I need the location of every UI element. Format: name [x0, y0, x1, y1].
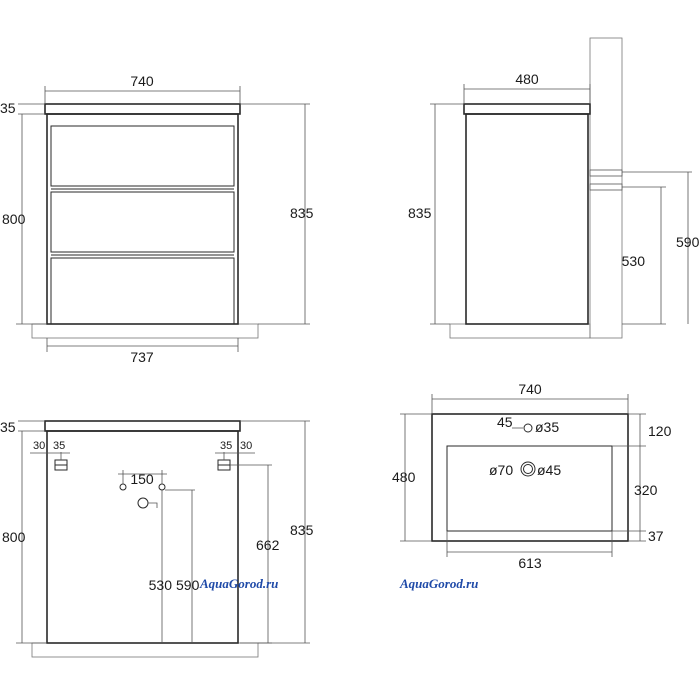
- front-body-height-label: 800: [2, 211, 26, 227]
- back-pipe-height-590-label: 590: [176, 577, 200, 593]
- back-bracket-right-30-label: 30: [240, 440, 252, 452]
- back-height-662-label: 662: [256, 537, 280, 553]
- watermark-left: AquaGorod.ru: [199, 576, 278, 591]
- front-drawer-bottom: [50, 257, 235, 325]
- side-total-height-label: 835: [408, 205, 432, 221]
- top-countertop-outline: [431, 413, 629, 542]
- back-pipe-left: [119, 483, 127, 491]
- back-bracket-left: [54, 452, 68, 471]
- front-cabinet-body: [46, 113, 239, 325]
- front-width-top-label: 740: [130, 73, 154, 89]
- front-floor-hatch: [31, 323, 259, 339]
- top-drain-inner: [523, 464, 533, 474]
- front-total-height-label: 835: [290, 205, 314, 221]
- back-bracket-right-35-label: 35: [220, 440, 232, 452]
- top-tap-hole: [523, 423, 533, 433]
- front-drawer-middle: [50, 191, 235, 253]
- front-width-bottom-label: 737: [130, 349, 154, 365]
- top-offset-37-label: 37: [648, 528, 664, 544]
- top-view: 740 613 480 120 320 37 45 ø35 ø70 ø45 Aq…: [392, 381, 672, 591]
- top-drain-outer-label: ø70: [489, 462, 513, 478]
- back-total-height-label: 835: [290, 522, 314, 538]
- back-bracket-left-30-label: 30: [33, 440, 45, 452]
- back-pipe-right: [158, 483, 166, 491]
- front-countertop: [44, 103, 241, 115]
- back-cabinet-body: [46, 430, 239, 644]
- back-top-thickness-label: 35: [0, 419, 16, 435]
- top-drain-inner-label: ø45: [537, 462, 561, 478]
- side-countertop: [463, 103, 591, 115]
- back-drain: [137, 497, 149, 509]
- side-outlet-height-590-label: 590: [676, 234, 700, 250]
- front-top-thickness-label: 35: [0, 100, 16, 116]
- side-outlet-height-530-label: 530: [622, 253, 646, 269]
- back-floor-hatch: [31, 642, 259, 658]
- back-pipe-height-530-label: 530: [149, 577, 173, 593]
- side-cabinet-body: [465, 113, 589, 325]
- side-view: 480 835 530 590: [408, 37, 700, 339]
- top-basin-outline: [446, 445, 613, 532]
- front-drawer-top: [50, 125, 235, 187]
- back-body-height-label: 800: [2, 529, 26, 545]
- side-outlet-pipe: [589, 169, 623, 177]
- back-bracket-right: [217, 452, 231, 471]
- side-depth-label: 480: [515, 71, 539, 87]
- back-countertop: [44, 420, 241, 432]
- top-drain-outer: [520, 461, 536, 477]
- back-view: 30 35 35 30 150 530 590 662 835 35: [0, 419, 314, 658]
- top-width-label: 740: [518, 381, 542, 397]
- top-basin-depth-label: 320: [634, 482, 658, 498]
- top-depth-label: 480: [392, 469, 416, 485]
- back-pipe-spacing-label: 150: [130, 471, 154, 487]
- top-offset-120-label: 120: [648, 423, 672, 439]
- top-tap-hole-label: ø35: [535, 419, 559, 435]
- top-tap-offset-label: 45: [497, 414, 513, 430]
- front-view: 740 737 35 800 835: [0, 73, 314, 365]
- side-floor-hatch: [449, 323, 591, 339]
- back-bracket-left-35-label: 35: [53, 440, 65, 452]
- top-basin-width-label: 613: [518, 555, 542, 571]
- watermark-right: AquaGorod.ru: [399, 576, 478, 591]
